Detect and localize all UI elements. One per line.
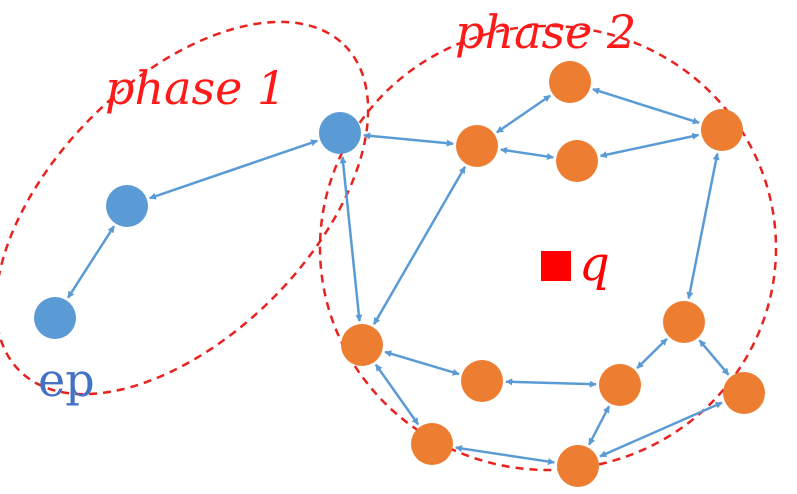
edge-o3-o8 [686, 152, 720, 300]
node-layer [34, 61, 765, 487]
node-b1 [106, 185, 148, 227]
edge-o2-o4 [500, 147, 554, 160]
node-o6 [341, 324, 383, 366]
node-o12 [723, 372, 765, 414]
edge-o4-o3 [599, 132, 700, 159]
phase1-boundary [0, 20, 370, 396]
node-o4 [556, 140, 598, 182]
node-o2 [456, 125, 498, 167]
query-label: q [579, 236, 610, 292]
node-o1 [549, 61, 591, 103]
node-hub [319, 112, 361, 154]
edge-o11-o12 [599, 401, 723, 458]
phase2-label: phase 2 [455, 5, 636, 59]
edge-o6-o10 [374, 363, 420, 426]
node-o8 [663, 301, 705, 343]
edge-o9-o8 [636, 337, 668, 370]
node-ep [34, 297, 76, 339]
node-o10 [411, 423, 453, 465]
edge-ep-b1 [66, 225, 116, 299]
node-o9 [599, 364, 641, 406]
edge-o10-o11 [455, 445, 555, 465]
edge-o1-o3 [592, 87, 700, 125]
node-o3 [701, 109, 743, 151]
phase2-boundary [318, 24, 778, 472]
edge-hub-o2 [363, 132, 454, 147]
edge-b1-hub [149, 139, 318, 200]
edge-o7-o9 [505, 378, 597, 388]
node-o11 [557, 445, 599, 487]
entry-point-label: ep [38, 353, 95, 407]
node-o7 [461, 360, 503, 402]
query-marker [541, 251, 571, 281]
edge-o2-o1 [496, 94, 551, 134]
edge-o8-o12 [698, 339, 730, 376]
edge-o11-o9 [587, 405, 611, 446]
edge-o2-o6 [372, 166, 467, 325]
edge-layer [66, 87, 730, 465]
edge-o6-o7 [384, 350, 460, 376]
phase1-label: phase 1 [105, 61, 286, 115]
edge-hub-o6 [339, 156, 363, 322]
